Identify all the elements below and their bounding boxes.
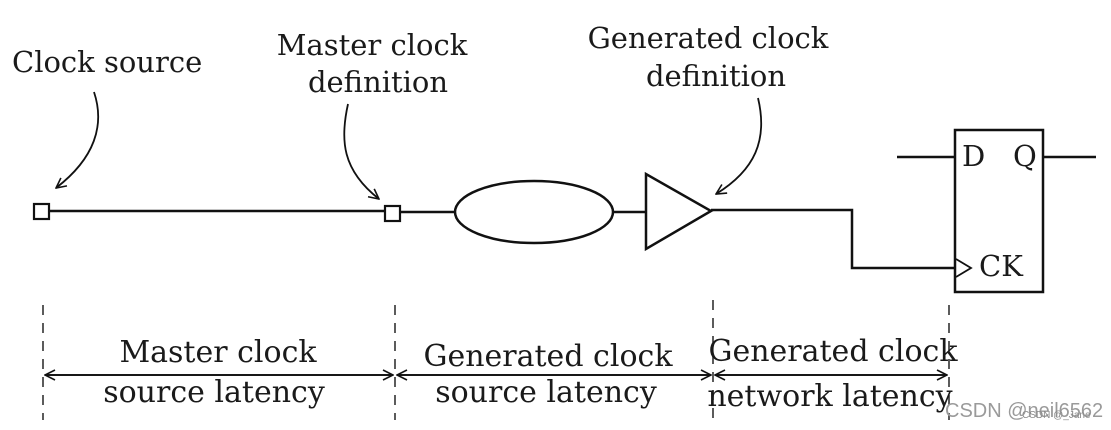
flip-flop-ck-label: CK bbox=[979, 249, 1024, 283]
generated-clock-definition-label-line1: Generated clock bbox=[588, 21, 829, 55]
flip-flop-q-label: Q bbox=[1013, 139, 1037, 173]
flip-flop-d-label: D bbox=[962, 139, 985, 173]
generated-clock-definition-label-line2: definition bbox=[646, 59, 786, 93]
gen-source-latency-label-line2: source latency bbox=[435, 375, 657, 410]
master-latency-label-line1: Master clock bbox=[119, 335, 317, 370]
wire-to-flipflop bbox=[711, 208, 955, 270]
clock-pin-triangle bbox=[955, 258, 973, 278]
buffer-triangle bbox=[644, 171, 714, 252]
clock-source-pointer-arrow bbox=[56, 91, 100, 188]
clock-source-label: Clock source bbox=[12, 45, 202, 79]
master-definition-pointer-arrow bbox=[343, 103, 379, 199]
master-clock-pin bbox=[383, 204, 402, 223]
gen-source-latency-label-line1: Generated clock bbox=[423, 339, 673, 374]
master-clock-definition-label-line1: Master clock bbox=[277, 28, 468, 62]
csdn-watermark-overlay: CSDN @_Jane bbox=[1022, 410, 1091, 421]
generated-definition-pointer-arrow bbox=[716, 97, 763, 194]
logic-cloud-ellipse bbox=[453, 179, 615, 245]
master-clock-definition-label-line2: definition bbox=[308, 65, 448, 99]
gen-network-latency-label-line2: network latency bbox=[707, 379, 952, 414]
clock-source-port bbox=[32, 202, 51, 221]
csdn-watermark: CSDN @neil6562 bbox=[945, 400, 1103, 422]
master-latency-label-line2: source latency bbox=[103, 375, 325, 410]
flip-flop-box bbox=[953, 128, 1045, 294]
gen-network-latency-label-line1: Generated clock bbox=[708, 334, 958, 369]
